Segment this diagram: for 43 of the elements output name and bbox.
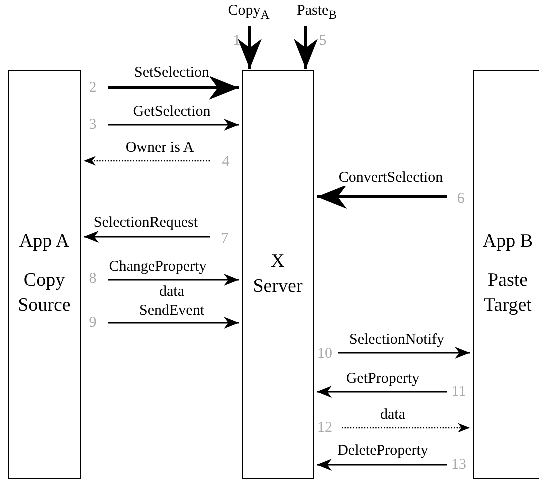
step-number: 3 [89, 118, 97, 133]
process-box [242, 70, 314, 479]
arrow [294, 26, 318, 69]
step-number: 13 [452, 458, 466, 473]
arrow [108, 317, 239, 329]
arrow [108, 119, 239, 131]
box-label: App B [482, 230, 534, 254]
edge-label: SelectionNotify [348, 333, 446, 348]
box-label: Copy Source [17, 269, 72, 318]
edge-label: SelectionRequest [92, 216, 200, 231]
edge-label: GetProperty [345, 372, 421, 387]
arrow [238, 26, 262, 69]
box-label: App A [19, 230, 70, 254]
process-box [473, 70, 539, 479]
arrow [84, 156, 210, 166]
edge-label: DeleteProperty [336, 444, 430, 459]
arrow [317, 185, 447, 209]
step-number: 11 [452, 385, 466, 400]
step-number: 12 [318, 421, 332, 436]
step-number: 6 [457, 192, 465, 207]
arrow [108, 274, 239, 286]
edge-label: Paste$_{B}$ [296, 4, 338, 22]
edge-label: SetSelection [134, 66, 210, 81]
process-box [8, 70, 81, 479]
arrow [108, 76, 239, 100]
box-label: Paste Target [483, 269, 533, 318]
edge-label: ConvertSelection [338, 171, 444, 186]
step-number: 4 [222, 155, 230, 170]
step-number: 10 [318, 347, 332, 362]
step-number: 5 [319, 34, 327, 49]
step-number: 8 [89, 272, 97, 287]
arrow [317, 386, 447, 398]
arrow [84, 231, 210, 243]
edge-label: ChangeProperty [108, 260, 208, 275]
arrow [342, 423, 470, 433]
step-number: 1 [233, 34, 241, 49]
arrow [338, 347, 470, 359]
step-number: 9 [89, 316, 97, 331]
arrow [317, 459, 447, 471]
step-number: 2 [89, 81, 97, 96]
edge-label: Copy$_{A}$ [227, 4, 271, 22]
box-label: X Server [252, 250, 304, 298]
step-number: 7 [221, 232, 229, 247]
